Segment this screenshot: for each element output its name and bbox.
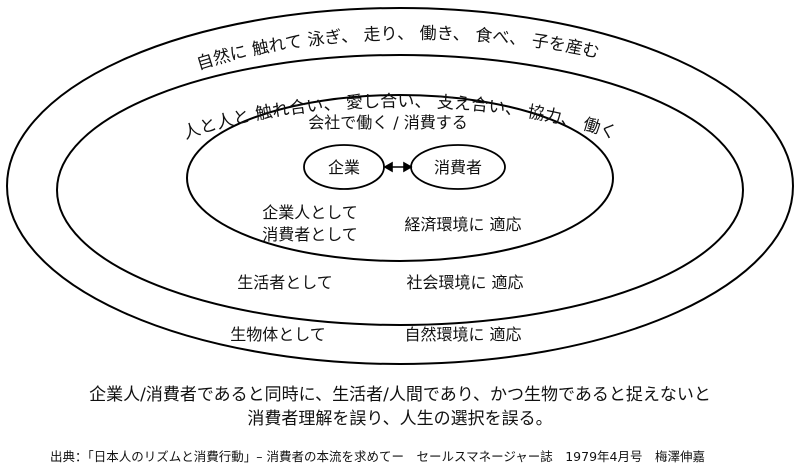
source-citation: 出典：「日本人のリズムと消費行動」– 消費者の本流を求めてー セールスマネージャ… [50, 449, 705, 464]
caption-line-2: 消費者理解を誤り、人生の選択を誤る。 [247, 409, 553, 429]
outer-ring-right-label: 自然環境に 適応 [404, 325, 521, 344]
caption-line-1: 企業人/消費者であると同時に、生活者/人間であり、かつ生物であると捉えないと [89, 385, 711, 405]
middle-ring-ellipse [56, 54, 744, 326]
outer-ring-ellipse [6, 7, 794, 365]
middle-ring-right-label: 社会環境に 適応 [406, 273, 523, 292]
core-node-company-label: 企業 [328, 158, 360, 177]
double-arrow-icon [383, 161, 413, 173]
inner-ring-top-text: 会社で働く / 消費する [308, 113, 468, 132]
inner-ring-right-label: 経済環境に 適応 [404, 215, 521, 234]
inner-ring-ellipse [186, 94, 614, 262]
inner-ring-left-label-line2: 消費者として [262, 225, 358, 244]
outer-ring-left-label: 生物体として [230, 325, 326, 344]
core-node-consumer-label: 消費者 [434, 158, 482, 177]
inner-ring-left-label-line1: 企業人として [262, 203, 358, 222]
middle-ring-left-label: 生活者として [237, 273, 333, 292]
concentric-ellipse-diagram: 自然に 触れて 泳ぎ、 走り、 働き、 食べ、 子を産む 人と人と 触れ合い、 … [6, 7, 794, 365]
